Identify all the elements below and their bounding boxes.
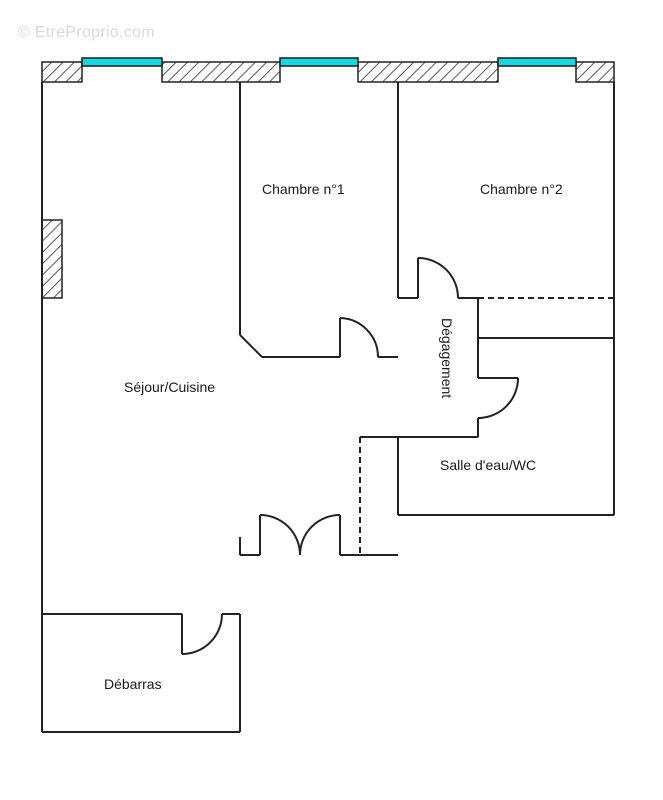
label-chambre2: Chambre n°2 <box>480 181 563 197</box>
dashed-separations <box>359 297 614 555</box>
label-degagement: Dégagement <box>439 318 455 398</box>
walls <box>41 82 615 733</box>
label-debarras: Débarras <box>104 676 162 692</box>
label-salle-eau: Salle d'eau/WC <box>440 457 536 473</box>
window-chambre2 <box>497 57 577 67</box>
doors <box>181 257 519 655</box>
label-chambre1: Chambre n°1 <box>262 181 345 197</box>
label-sejour: Séjour/Cuisine <box>124 379 215 395</box>
watermark: © EtreProprio.com <box>18 24 155 41</box>
window-sejour <box>81 57 163 67</box>
window-chambre1 <box>279 57 359 67</box>
windows <box>81 57 577 67</box>
exterior-wall-top <box>41 61 615 83</box>
chimney-block <box>41 219 63 299</box>
